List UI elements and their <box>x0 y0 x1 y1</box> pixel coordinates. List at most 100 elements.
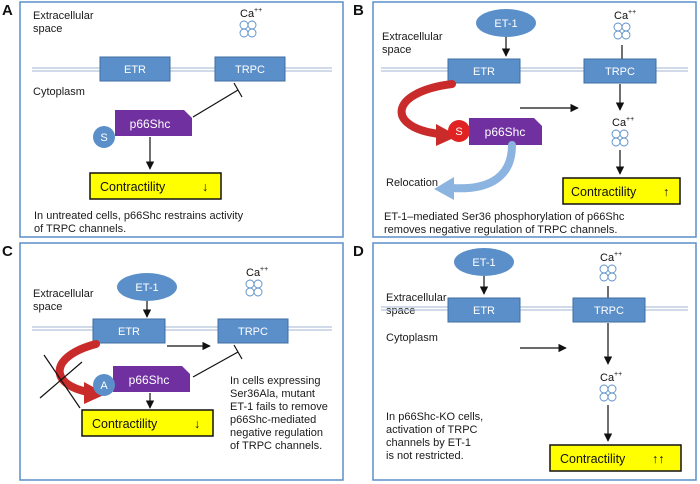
calcium-charge: ++ <box>628 9 636 16</box>
panel-c-frame <box>19 242 344 481</box>
trpc-channel: TRPC <box>583 58 657 84</box>
etr-label: ETR <box>124 64 146 76</box>
space-label: space <box>33 23 62 35</box>
caption-line: ET-1–mediated Ser36 phosphorylation of p… <box>384 211 625 223</box>
calcium-charge: ++ <box>254 7 262 14</box>
etr-label: ETR <box>473 66 495 78</box>
trpc-channel: TRPC <box>214 56 286 82</box>
calcium-charge: ++ <box>614 371 622 378</box>
panel-d: D Extracellular space ET-1 Ca ++ ETR <box>353 242 697 481</box>
etr-receptor: ETR <box>447 58 521 84</box>
p66shc-protein: p66Shc <box>113 366 190 392</box>
trpc-label: TRPC <box>605 66 635 78</box>
trpc-label: TRPC <box>594 305 624 317</box>
inhibition-line <box>192 82 243 118</box>
trpc-channel: TRPC <box>572 297 646 323</box>
caption-line: channels by ET-1 <box>386 437 471 449</box>
calcium-ion: Ca ++ <box>599 371 622 402</box>
et1-ligand: ET-1 <box>117 273 177 301</box>
calcium-label: Ca <box>246 267 261 279</box>
relocation-arrow <box>448 141 516 193</box>
calcium-label: Ca <box>614 10 629 22</box>
panel-a-frame <box>19 1 344 238</box>
caption-line: of TRPC channels. <box>34 223 126 235</box>
calcium-ion: Ca ++ <box>239 7 262 38</box>
alanine-label: A <box>100 380 108 392</box>
etr-receptor: ETR <box>99 56 171 82</box>
caption-line: negative regulation <box>230 427 323 439</box>
calcium-ion: Ca ++ <box>611 116 634 147</box>
caption-line: ET-1 fails to remove <box>230 401 328 413</box>
extracellular-label: Extracellular <box>382 31 443 43</box>
et1-label: ET-1 <box>135 282 158 294</box>
panel-a: A Extracellular space Ca ++ ETR TRPC Cyt… <box>2 1 344 238</box>
caption-line: activation of TRPC <box>386 424 478 436</box>
panel-b-frame <box>372 1 697 238</box>
panel-letter-b: B <box>353 2 364 19</box>
et1-label: ET-1 <box>494 18 517 30</box>
contractility-arrow: ↑↑ <box>652 452 665 466</box>
caption-line: In untreated cells, p66Shc restrains act… <box>34 210 244 222</box>
caption-line: p66Shc-mediated <box>230 414 316 426</box>
contractility-arrow: ↑ <box>663 185 669 199</box>
serine-residue: S <box>93 126 115 148</box>
contractility-box: Contractility ↑↑ <box>549 444 682 472</box>
calcium-charge: ++ <box>260 266 268 273</box>
contractility-box: Contractility ↓ <box>81 409 214 437</box>
cytoplasm-label: Cytoplasm <box>33 86 85 98</box>
panel-letter-a: A <box>2 2 13 19</box>
relocation-arrowhead <box>434 177 454 200</box>
contractility-label: Contractility <box>92 417 158 431</box>
phosphorylation-arrowhead <box>436 124 458 146</box>
inhibition-line <box>192 344 243 378</box>
block-cross <box>39 354 83 409</box>
contractility-label: Contractility <box>560 452 626 466</box>
p66shc-protein: p66Shc <box>115 110 192 136</box>
panel-letter-d: D <box>353 243 364 260</box>
contractility-label: Contractility <box>100 180 166 194</box>
p66shc-label: p66Shc <box>129 373 170 387</box>
trpc-label: TRPC <box>235 64 265 76</box>
contractility-arrow: ↓ <box>194 417 200 431</box>
calcium-ion: Ca ++ <box>613 9 636 40</box>
p66shc-label: p66Shc <box>130 117 171 131</box>
calcium-label: Ca <box>240 8 255 20</box>
contractility-box: Contractility ↑ <box>562 177 681 205</box>
blocked-phosphorylation-arrow <box>55 340 100 396</box>
et1-ligand: ET-1 <box>454 248 514 276</box>
contractility-box: Contractility ↓ <box>89 172 222 200</box>
phosphorylation-arrow <box>397 80 456 138</box>
extracellular-label: Extracellular <box>386 292 447 304</box>
caption-line: In p66Shc-KO cells, <box>386 411 483 423</box>
calcium-ion: Ca ++ <box>245 266 268 297</box>
et1-ligand: ET-1 <box>476 9 536 37</box>
calcium-ion: Ca ++ <box>599 251 622 282</box>
panel-d-frame <box>372 242 697 481</box>
etr-label: ETR <box>118 326 140 338</box>
blocked-phosphorylation-arrowhead <box>84 382 106 404</box>
membrane <box>32 67 332 72</box>
p66shc-label: p66Shc <box>485 125 526 139</box>
et1-label: ET-1 <box>472 257 495 269</box>
serine-label: S <box>100 132 107 144</box>
contractility-label: Contractility <box>571 185 637 199</box>
caption-line: In cells expressing <box>230 375 321 387</box>
caption-line: is not restricted. <box>386 450 464 462</box>
space-label: space <box>33 301 62 313</box>
relocation-label: Relocation <box>386 177 438 189</box>
alanine-residue: A <box>93 374 115 396</box>
calcium-charge: ++ <box>614 251 622 258</box>
p66shc-protein: p66Shc <box>469 118 542 145</box>
trpc-label: TRPC <box>238 326 268 338</box>
contractility-arrow: ↓ <box>202 180 208 194</box>
trpc-channel: TRPC <box>217 318 289 344</box>
phosphorylated-serine: S <box>448 120 470 142</box>
calcium-charge: ++ <box>626 116 634 123</box>
caption-line: of TRPC channels. <box>230 440 322 452</box>
panel-letter-c: C <box>2 243 13 260</box>
etr-label: ETR <box>473 305 495 317</box>
calcium-label: Ca <box>600 252 615 264</box>
cytoplasm-label: Cytoplasm <box>386 332 438 344</box>
serine-label: S <box>455 126 462 138</box>
